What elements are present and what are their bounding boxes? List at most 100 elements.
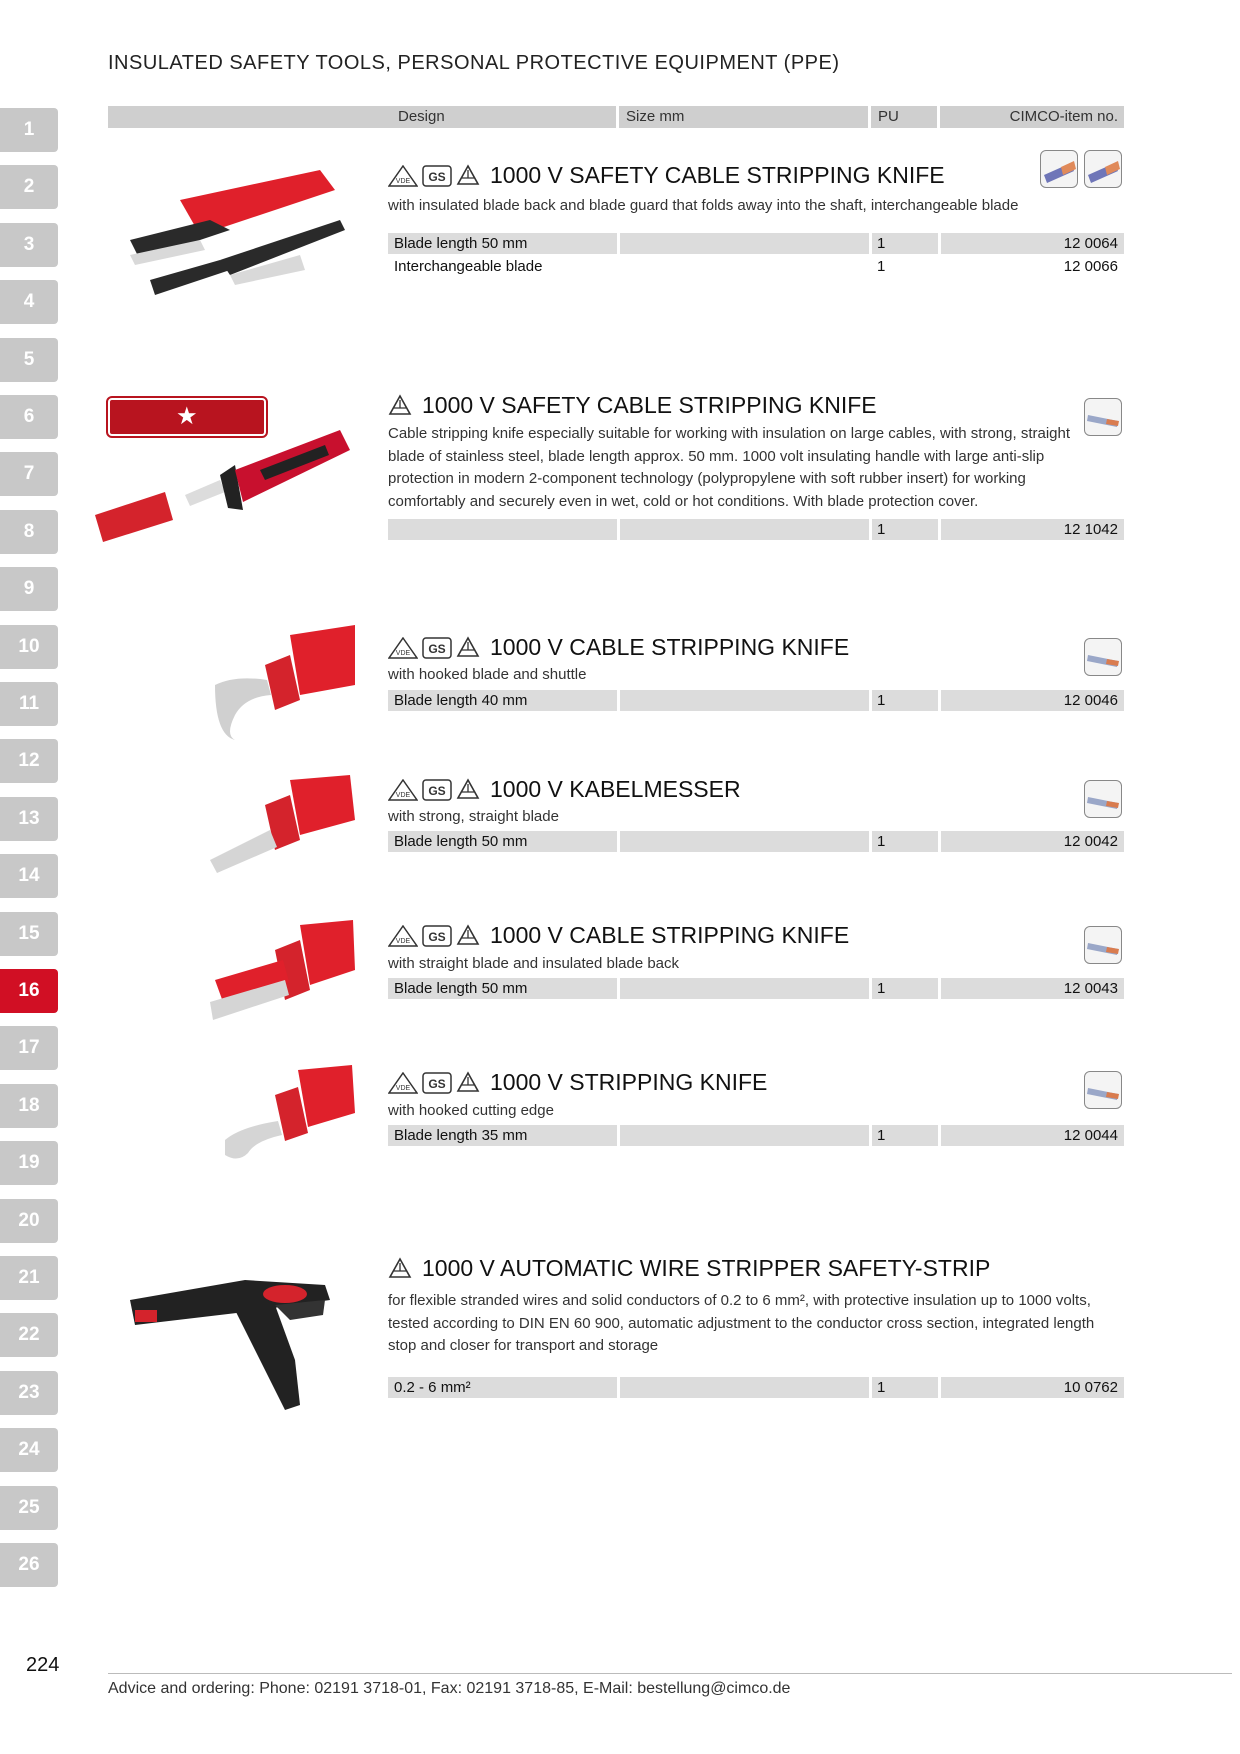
- vde-mark-icon: VDE: [388, 1071, 418, 1094]
- row-design: 0.2 - 6 mm²: [394, 1379, 471, 1396]
- cable-blue-icon: [1088, 161, 1120, 183]
- product-row: Blade length 35 mm 1 12 0044: [388, 1125, 1124, 1146]
- row-divider: [869, 978, 872, 999]
- tab-7[interactable]: 7: [0, 452, 58, 497]
- tab-18[interactable]: 18: [0, 1083, 58, 1128]
- tab-25[interactable]: 25: [0, 1485, 58, 1530]
- page-number: 224: [26, 1654, 60, 1676]
- row-divider: [869, 233, 872, 254]
- row-divider: [938, 690, 941, 711]
- row-design: Blade length 50 mm: [394, 235, 528, 252]
- tab-20[interactable]: 20: [0, 1198, 58, 1243]
- tab-12[interactable]: 12: [0, 739, 58, 784]
- row-divider: [938, 233, 941, 254]
- tab-10[interactable]: 10: [0, 624, 58, 669]
- tab-15[interactable]: 15: [0, 911, 58, 956]
- gs-mark-icon: GS: [422, 1071, 452, 1094]
- certification-marks: VDE GS: [388, 1070, 480, 1095]
- product-row: Interchangeable blade 1 12 0066: [388, 256, 1124, 277]
- row-pu: 1: [877, 1127, 886, 1144]
- cable-icon: [1084, 150, 1122, 188]
- page-header-title: INSULATED SAFETY TOOLS, PERSONAL PROTECT…: [108, 52, 840, 74]
- tab-17[interactable]: 17: [0, 1026, 58, 1071]
- tab-26[interactable]: 26: [0, 1543, 58, 1587]
- product-title-text: 1000 V CABLE STRIPPING KNIFE: [490, 922, 850, 948]
- tab-1[interactable]: 1: [0, 108, 58, 152]
- knife-image: [210, 920, 355, 1020]
- tab-21[interactable]: 21: [0, 1256, 58, 1300]
- tab-14[interactable]: 14: [0, 854, 58, 899]
- col-item: CIMCO-item no.: [1009, 108, 1118, 125]
- insulation-triangle-icon: [456, 923, 480, 945]
- row-divider: [617, 831, 620, 852]
- row-divider: [617, 1125, 620, 1146]
- topseller-badge: ★ TOPSELLER ★: [106, 396, 268, 496]
- row-divider: [869, 519, 872, 540]
- certification-marks: [388, 1256, 412, 1281]
- tab-24[interactable]: 24: [0, 1428, 58, 1473]
- svg-text:VDE: VDE: [396, 938, 411, 945]
- row-divider: [938, 978, 941, 999]
- knife-image: [215, 625, 355, 740]
- row-divider: [617, 978, 620, 999]
- product-row: Blade length 50 mm 1 12 0042: [388, 831, 1124, 852]
- row-divider: [617, 519, 620, 540]
- row-divider: [869, 1125, 872, 1146]
- product-title-text: 1000 V CABLE STRIPPING KNIFE: [490, 634, 850, 660]
- footer-contact: Advice and ordering: Phone: 02191 3718-0…: [108, 1680, 791, 1697]
- tab-16-active[interactable]: 16: [0, 969, 58, 1013]
- product-title: 1000 V AUTOMATIC WIRE STRIPPER SAFETY-ST…: [388, 1255, 990, 1282]
- row-divider: [869, 1377, 872, 1398]
- row-item-no: 12 0042: [1063, 833, 1118, 850]
- row-pu: 1: [877, 833, 886, 850]
- insulation-triangle-icon: [456, 635, 480, 657]
- product-row: Blade length 40 mm 1 12 0046: [388, 690, 1124, 711]
- row-pu: 1: [877, 692, 886, 709]
- tab-6[interactable]: 6: [0, 395, 58, 439]
- tab-8[interactable]: 8: [0, 509, 58, 554]
- product-row: 0.2 - 6 mm² 1 10 0762: [388, 1377, 1124, 1398]
- tab-2[interactable]: 2: [0, 165, 58, 210]
- tab-4[interactable]: 4: [0, 280, 58, 325]
- row-item-no: 10 0762: [1063, 1379, 1118, 1396]
- row-pu: 1: [877, 980, 886, 997]
- row-item-no: 12 0064: [1063, 235, 1118, 252]
- row-pu: 1: [877, 521, 886, 538]
- row-pu: 1: [877, 1379, 886, 1396]
- product-row: Blade length 50 mm 1 12 0043: [388, 978, 1124, 999]
- svg-text:GS: GS: [428, 1077, 445, 1091]
- row-divider: [617, 1377, 620, 1398]
- tab-13[interactable]: 13: [0, 796, 58, 841]
- tab-23[interactable]: 23: [0, 1370, 58, 1415]
- tab-5[interactable]: 5: [0, 337, 58, 382]
- product-description: with insulated blade back and blade guar…: [388, 197, 1019, 214]
- insulation-triangle-icon: [388, 1256, 412, 1278]
- row-design: Blade length 50 mm: [394, 833, 528, 850]
- row-item-no: 12 0046: [1063, 692, 1118, 709]
- certification-marks: VDE GS: [388, 777, 480, 802]
- row-divider: [938, 831, 941, 852]
- tab-19[interactable]: 19: [0, 1141, 58, 1186]
- row-item-no: 12 0043: [1063, 980, 1118, 997]
- col-design: Design: [398, 108, 445, 125]
- row-divider: [617, 233, 620, 254]
- svg-text:VDE: VDE: [396, 650, 411, 657]
- tab-22[interactable]: 22: [0, 1313, 58, 1358]
- vde-mark-icon: VDE: [388, 778, 418, 801]
- cable-grey-icon: [1087, 943, 1119, 955]
- row-divider: [869, 690, 872, 711]
- tab-9[interactable]: 9: [0, 567, 58, 612]
- row-item-no: 12 1042: [1063, 521, 1118, 538]
- vde-mark-icon: VDE: [388, 924, 418, 947]
- gs-mark-icon: GS: [422, 924, 452, 947]
- tab-3[interactable]: 3: [0, 222, 58, 267]
- row-design: Blade length 50 mm: [394, 980, 528, 997]
- product-description: with hooked blade and shuttle: [388, 666, 587, 683]
- product-description: with hooked cutting edge: [388, 1102, 554, 1119]
- wire-stripper-image: [130, 1280, 330, 1410]
- certification-marks: VDE GS: [388, 635, 480, 660]
- knife-image: [225, 1065, 355, 1159]
- certification-marks: [388, 393, 412, 418]
- product-title: VDE GS 1000 V CABLE STRIPPING KNIFE: [388, 922, 849, 949]
- tab-11[interactable]: 11: [0, 682, 58, 726]
